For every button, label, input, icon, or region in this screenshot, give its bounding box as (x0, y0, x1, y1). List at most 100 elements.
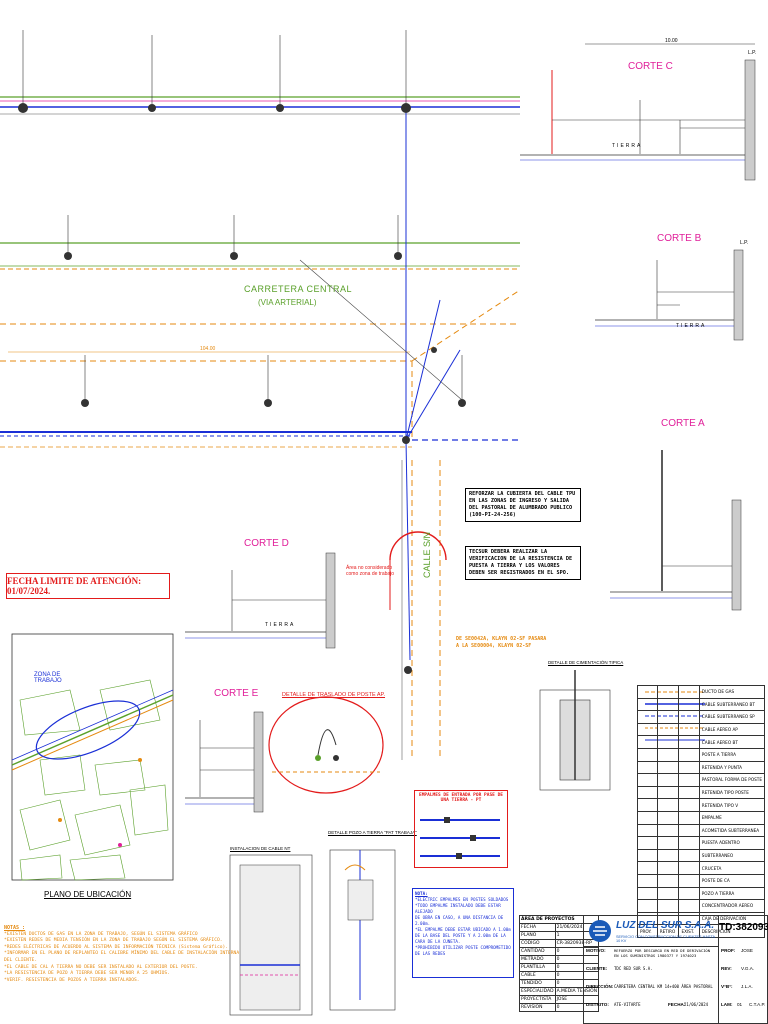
legend-row: POSTE DE CA (637, 873, 766, 888)
nota-title: NOTA: (415, 891, 428, 896)
legend-desc: CRUCETA (698, 861, 766, 875)
detalle-cimentacion-title: DETALLE DE CIMENTACIÓN TIPICA (548, 660, 624, 665)
nota-line: *PROHIBIDO UTILIZAR POSTE COMPROMETIDO (415, 945, 511, 950)
td-number: TD:3820938 (719, 922, 768, 933)
nota-box: NOTA: *ELECTRIC EMPALMES EN POSTES SOLDA… (412, 888, 514, 978)
legend-desc: RETENIDA Y PUNTA (698, 760, 766, 775)
legend-row: CONCENTRADOR AEREO (637, 899, 766, 913)
legend-row: CABLE AEREO BT (637, 735, 766, 749)
fecha-label: FECHA: (668, 1002, 686, 1007)
corte-b-title: CORTE B (657, 233, 702, 244)
project-fields: MOTIVO: REFUERZO POR DESCARGO EN RED DE … (584, 946, 718, 1023)
project-key: METRADO (519, 955, 556, 964)
rev-value: V.G.A. (741, 966, 755, 971)
company-header: LUZ DEL SUR S.A.A. SERVICIO CON CONSTRUC… (584, 916, 719, 947)
note-line: *EXISTEN REDES DE MEDIA TENSIÓN EN LA ZO… (4, 938, 223, 944)
plano-ubicacion-title: PLANO DE UBICACIÓN (44, 890, 132, 899)
fecha-value: 21/06/2024 (684, 1002, 709, 1007)
cliente-label: CLIENTE: (586, 966, 608, 971)
tierra-label-c: TIERRA (612, 143, 643, 149)
lam-label: LAM: (721, 1002, 733, 1007)
general-notes: NOTAS : *EXISTEN DUCTOS DE GAS EN LA ZON… (4, 925, 244, 984)
zona-trabajo-label: ZONA DE TRABAJO (34, 672, 62, 684)
note-line: *LA RESISTENCIA DE POZO A TIERRA DEBE SE… (4, 971, 170, 977)
project-key: CODIGO (519, 939, 556, 948)
project-key: PLANTILLA (519, 963, 556, 972)
detalle-poste-title: DETALLE DE TRASLADO DE POSTE AP. (282, 692, 386, 698)
note-line: *EL CABLE DE CAL A TIERRA NO DEBE SER IN… (4, 964, 198, 970)
direccion-value: CARRETERA CENTRAL KM 14+400 ÁREA PASTORA… (614, 984, 713, 989)
tierra-label-d: TIERRA (265, 622, 296, 628)
empalme-box: EMPALMES DE ENTRADA POR PASE DE UNA TIER… (414, 790, 508, 868)
legend-desc: CABLE SUBTERRANEO BT (698, 697, 766, 712)
rev-label: REV: (721, 966, 732, 971)
note-line: *VERIF. RESISTENCIA DE POZOS A TIERRA IN… (4, 977, 140, 983)
nota-line: *TODO EMPALME INSTALADO DEBE ESTAR ALEJA… (415, 903, 501, 914)
legend-desc: PUESTA ADENTRO (698, 836, 766, 850)
prof-label: PROF: (721, 948, 736, 953)
legend-desc: PASTORAL FORMA DE POSTE (698, 773, 766, 787)
direccion-label: DIRECCIÓN: (586, 984, 614, 989)
reinforce-note: REFORZAR LA CUBIERTA DEL CABLE TPU EN LA… (465, 488, 581, 522)
nota-line: *EL EMPALME DEBE ESTAR UBICADO A 1.00m (415, 927, 511, 932)
title-block: LUZ DEL SUR S.A.A. SERVICIO CON CONSTRUC… (583, 915, 768, 1024)
tierra-label-b: TIERRA (676, 323, 707, 329)
nota-line: DE OBRA EN CASO, A UNA DISTANCIA DE 2.00… (415, 915, 504, 926)
distrito-value: ATE-VITARTE (614, 1002, 641, 1007)
lp-label-b: L.P. (740, 240, 749, 246)
corte-a-title: CORTE A (661, 418, 705, 429)
legend-row: ACOMETIDA SUBTERRANEA (637, 823, 766, 838)
legend-row: CABLE SUBTERRANEO BT (637, 697, 766, 712)
motivo-label: MOTIVO: (586, 948, 606, 953)
legend-table: DUCTO DE GAS CABLE SUBTERRANEO BT CABLE … (637, 685, 766, 938)
legend-row: RETENIDA Y PUNTA (637, 760, 766, 775)
instalacion-title: INSTALACION DE CABLE NT (230, 846, 291, 851)
detalle-pozo-title: DETALLE POZO A TIERRA "PAT TRABAJA" (328, 830, 417, 835)
vb-value: J.L.A. (741, 984, 753, 989)
legend-row: EMPALME (637, 810, 766, 825)
legend-desc: EMPALME (698, 810, 766, 825)
company-name: LUZ DEL SUR S.A.A. (616, 920, 715, 931)
motivo-value: REFUERZO POR DESCARGO EN RED DE DERIVACI… (614, 948, 711, 958)
legend-desc: CONCENTRADOR AEREO (698, 899, 766, 913)
road-main-name: CARRETERA CENTRAL (244, 284, 353, 294)
project-key: PROYECTISTA (519, 995, 556, 1004)
note-line: *EXISTEN DUCTOS DE GAS EN LA ZONA DE TRA… (4, 931, 198, 937)
legend-desc: POSTE DE CA (698, 873, 766, 888)
note-line: *INFORMAR EN EL PLANO DE REPLANTEO EL CA… (4, 951, 240, 963)
project-key: REVISION (519, 1003, 556, 1012)
esc-value: C.T.A.P. (749, 1002, 766, 1007)
nota-line: DE LA BASE DEL POSTE Y A 2.00m DE LA (415, 933, 506, 938)
legend-row: CABLE SUBTERRANEO SP (637, 710, 766, 724)
legend-desc: RETENIDA TIPO V (698, 798, 766, 812)
distrito-label: DISTRITO: (586, 1002, 609, 1007)
legend-desc: ACOMETIDA SUBTERRANEA (698, 823, 766, 838)
lp-label-c: L.P. (748, 50, 757, 56)
legend-desc: SUBTERRANEO (698, 848, 766, 863)
legend-row: CRUCETA (637, 861, 766, 875)
legend-desc: POSTE A TIERRA (698, 747, 766, 762)
note-line: *REDES ELÉCTRICAS DE ACUERDO AL SISTEMA … (4, 944, 229, 950)
corte-d-title: CORTE D (244, 538, 289, 549)
street-name: CALLE S/N (422, 531, 432, 578)
prof-value: JOSE (741, 948, 753, 953)
legend-row: RETENIDA TIPO V (637, 798, 766, 812)
legend-row: SUBTERRANEO (637, 848, 766, 863)
project-key: PLANO (519, 931, 556, 940)
project-key: CABLE (519, 971, 556, 980)
project-key: TENDIDO (519, 979, 556, 988)
deadline-box: FECHA LIMITE DE ATENCIÓN: 01/07/2024. (6, 573, 170, 599)
dim-total: 104.00 (200, 346, 216, 352)
empalme-title: EMPALMES DE ENTRADA POR PASE DE UNA TIER… (419, 793, 503, 803)
nota-line: DE LAS REDES (415, 951, 446, 956)
legend-head: EXIST. (678, 924, 700, 938)
legend-head: DESCRIPCIÓN (698, 924, 766, 938)
project-key: FECHA (519, 923, 556, 932)
legend-row: POSTE A TIERRA (637, 747, 766, 762)
legend-desc: DUCTO DE GAS (698, 685, 766, 699)
project-value: 0 (554, 1003, 600, 1012)
legend-row: PUESTA ADENTRO (637, 836, 766, 850)
